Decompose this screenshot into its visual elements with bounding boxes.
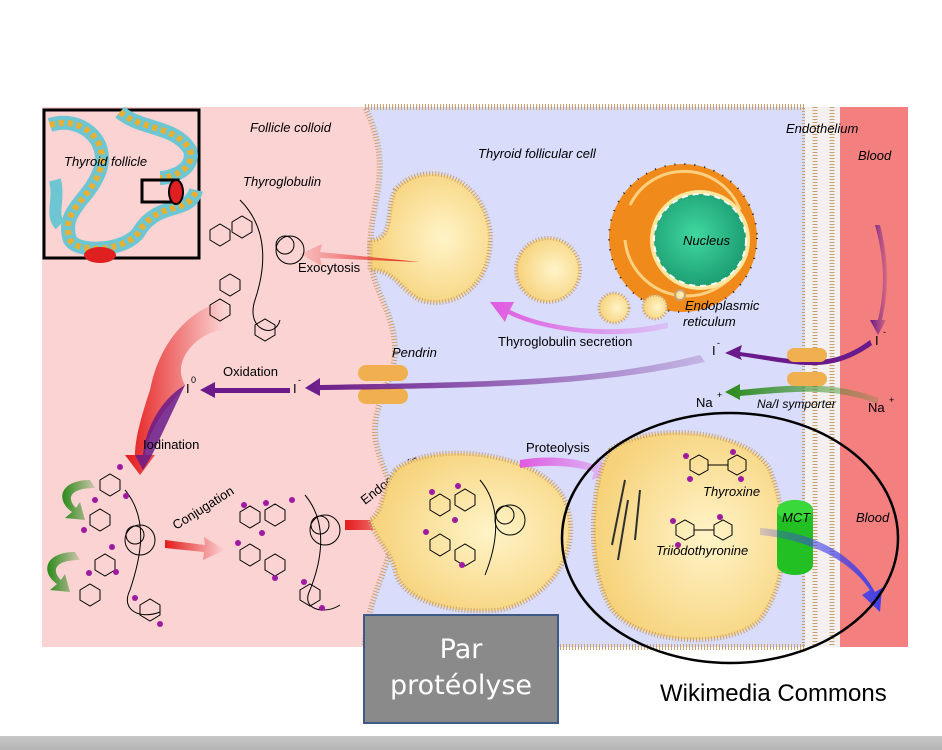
iodide-transport-arrow	[305, 355, 705, 396]
oxidation-label: Oxidation	[223, 364, 278, 379]
na-i-symporter	[787, 348, 827, 386]
iodine-atoms-vesicle	[423, 483, 465, 568]
na-i-symporter-label: Na/I symporter	[757, 397, 837, 411]
hormone-release-arrow	[760, 528, 882, 612]
endocytic-vesicle	[367, 450, 574, 614]
triiodothyronine-label: Triiodothyronine	[656, 543, 748, 558]
thyroid-follicular-cell-label: Thyroid follicular cell	[478, 146, 597, 161]
thyroid-follicle-inset: Thyroid follicle	[42, 106, 203, 263]
caption-line-1: Par	[439, 634, 483, 665]
proteolysis-arrow	[520, 457, 612, 480]
exocytosis-label: Exocytosis	[298, 260, 361, 275]
iodide-blood-label: I	[875, 333, 879, 348]
blood-label-top: Blood	[858, 148, 892, 163]
caption-box: Par protéolyse	[363, 614, 559, 724]
blood-label-bottom: Blood	[856, 510, 890, 525]
thyroglobulin-label: Thyroglobulin	[243, 174, 321, 189]
pendrin-label: Pendrin	[392, 345, 437, 360]
pendrin-transporter	[358, 365, 408, 404]
thyroglobulin-secretion-arrow	[490, 302, 668, 335]
sodium-blood-label: Na	[868, 400, 885, 415]
iodine-atoms-middle	[235, 497, 325, 611]
nucleus-er-complex: Nucleus	[608, 163, 758, 313]
endothelium-label: Endothelium	[786, 121, 858, 136]
iodide-cell-label: I	[712, 343, 716, 358]
iodine-label: I	[186, 381, 190, 396]
iodide-colloid-label: I	[293, 381, 297, 396]
sodium-cell-label: Na	[696, 395, 713, 410]
iodinated-thyroglobulin-left	[79, 473, 161, 622]
mct-label: MCT	[782, 510, 811, 525]
svg-text:-: -	[883, 327, 886, 337]
credit-text: Wikimedia Commons	[660, 680, 887, 707]
oxidation-arrow	[200, 382, 290, 398]
bottom-bar	[0, 736, 942, 750]
thyroxine-label: Thyroxine	[703, 484, 760, 499]
green-arrow-bottom	[47, 552, 80, 592]
nucleus-label: Nucleus	[683, 233, 730, 248]
highlight-circle	[560, 411, 900, 665]
er-label-line2: reticulum	[683, 314, 736, 329]
lysosome-vesicle	[590, 430, 787, 643]
iodine-atoms-left	[81, 464, 163, 627]
vesicle-thyroglobulin	[429, 479, 526, 576]
thyroxine-molecule	[689, 454, 747, 476]
iodide-inflow-arrow	[870, 225, 888, 335]
follicle-colloid-label: Follicle colloid	[250, 120, 332, 135]
thyroid-follicle-label: Thyroid follicle	[64, 154, 147, 169]
caption-line-2: protéolyse	[389, 670, 533, 701]
thyroglobulin-secretion-label: Thyroglobulin secretion	[498, 334, 632, 349]
triiodothyronine-molecule	[675, 519, 733, 541]
sodium-arrow	[725, 384, 878, 404]
conjugation-arrow	[165, 537, 225, 560]
svg-text:0: 0	[191, 375, 196, 385]
svg-text:+: +	[889, 395, 894, 405]
iodination-label: Iodination	[143, 437, 199, 452]
svg-text:+: +	[717, 390, 722, 400]
green-arrow-top	[62, 480, 95, 520]
proteolysis-label: Proteolysis	[526, 440, 590, 455]
exocytosis-arrow	[300, 244, 420, 266]
svg-text:-: -	[717, 338, 720, 348]
iodide-blood-arrow	[725, 340, 872, 366]
secretory-vesicles	[367, 171, 686, 325]
er-label-line1: Endoplasmic	[685, 298, 760, 313]
svg-text:-: -	[298, 375, 301, 385]
